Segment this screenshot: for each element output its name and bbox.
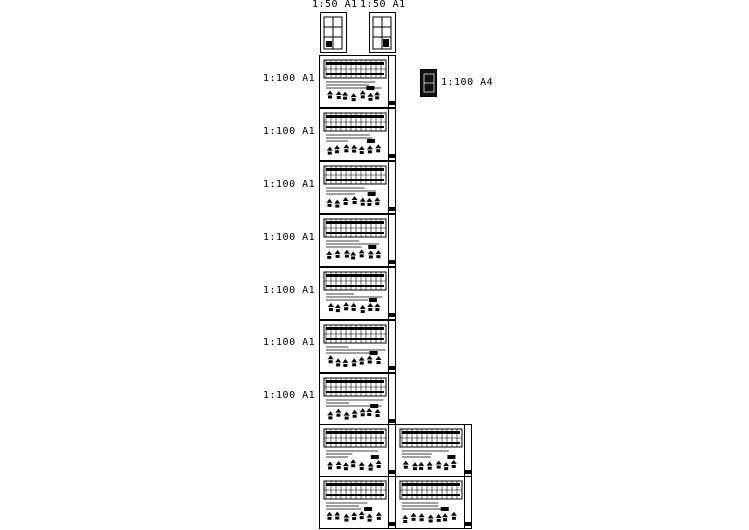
sheet-drawing-icon <box>323 324 387 367</box>
sheet-drawing-icon <box>323 428 387 471</box>
scale-label-row-2: 1:100 A1 <box>263 126 316 137</box>
drawing-sheet-row-2[interactable] <box>319 108 396 161</box>
scale-label-row-5: 1:100 A1 <box>263 285 316 296</box>
sheet-drawing-icon <box>323 16 343 50</box>
drawing-sheet-bottom-1[interactable] <box>319 424 396 477</box>
scale-label-row-4: 1:100 A1 <box>263 232 316 243</box>
scale-label-top-right: 1:50 A1 <box>360 0 406 10</box>
drawing-sheet-bottom-2[interactable] <box>395 424 472 477</box>
scale-label-top-left: 1:50 A1 <box>312 0 358 10</box>
sheet-drawing-icon <box>323 480 387 522</box>
drawing-sheet-row-4[interactable] <box>319 214 396 267</box>
sheet-drawing-icon <box>323 59 387 102</box>
drawing-sheet-a4[interactable] <box>420 69 437 97</box>
sheet-drawing-icon <box>323 112 387 155</box>
drawing-sheet-row-5[interactable] <box>319 267 396 320</box>
sheet-drawing-icon <box>323 165 387 208</box>
drawing-sheet-bottom-3[interactable] <box>319 476 396 529</box>
drawing-sheet-bottom-4[interactable] <box>395 476 472 529</box>
sheet-drawing-icon <box>323 377 387 420</box>
scale-label-row-3: 1:100 A1 <box>263 179 316 190</box>
drawing-sheet-row-6[interactable] <box>319 320 396 373</box>
drawing-sheet-top-left[interactable] <box>320 12 347 53</box>
sheet-drawing-icon <box>399 428 463 471</box>
drawing-sheet-row-3[interactable] <box>319 161 396 214</box>
sheet-drawing-icon <box>399 480 463 523</box>
drawing-sheet-row-1[interactable] <box>319 55 396 108</box>
drawing-sheet-row-7[interactable] <box>319 373 396 426</box>
scale-label-row-1: 1:100 A1 <box>263 73 316 84</box>
sheet-drawing-icon <box>323 271 387 313</box>
sheet-drawing-icon <box>423 73 435 93</box>
drawing-sheet-top-right[interactable] <box>369 12 396 53</box>
scale-label-row-7: 1:100 A1 <box>263 390 316 401</box>
scale-label-a4: 1:100 A4 <box>441 77 494 88</box>
scale-label-row-6: 1:100 A1 <box>263 337 316 348</box>
sheet-drawing-icon <box>372 16 392 50</box>
sheet-drawing-icon <box>323 218 387 260</box>
